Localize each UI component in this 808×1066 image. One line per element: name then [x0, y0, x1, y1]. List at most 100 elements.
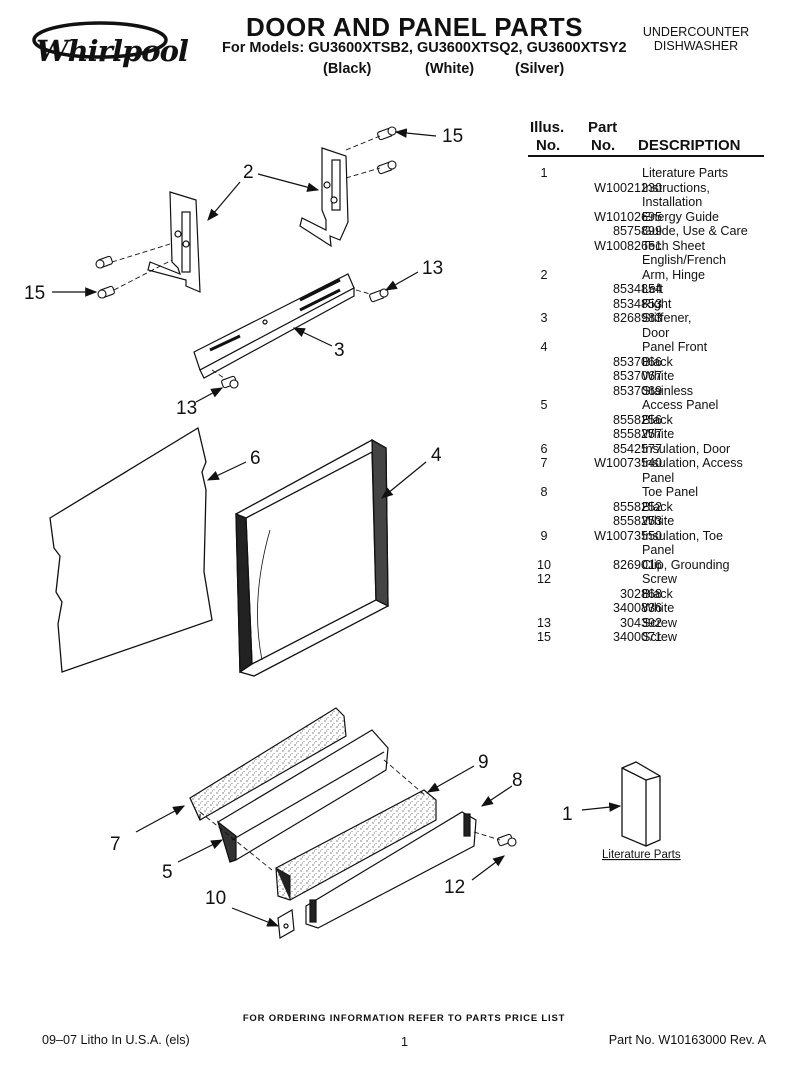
color-white-label: (White) [425, 61, 475, 77]
part-description: Black [642, 499, 673, 514]
part-number: 8537069 [612, 383, 662, 398]
dash-lines [111, 135, 501, 871]
part-number: 302868 [619, 586, 662, 601]
description-header: DESCRIPTION [638, 137, 741, 154]
document-part-number: Part No. W10163000 Rev. A [608, 1033, 766, 1047]
screws [95, 126, 517, 847]
part-number: 8534853 [612, 296, 662, 311]
illus-number: 5 [540, 398, 548, 412]
table-row: Panel [528, 471, 788, 486]
illus-number: 7 [540, 456, 548, 470]
illus-number: 9 [540, 528, 548, 543]
illus-header-2: No. [536, 137, 561, 154]
part-number: 8558253 [612, 514, 662, 528]
screw-12 [497, 833, 517, 847]
illus-number: 13 [536, 615, 551, 630]
part-description: White [642, 514, 675, 528]
part-description: Black [642, 354, 673, 369]
illus-header-1: Illus. [530, 119, 565, 136]
part-description: Clip, Grounding [642, 557, 730, 572]
part-description: Insulation, Toe [642, 528, 723, 543]
toe-panel [305, 811, 477, 929]
ordering-note: FOR ORDERING INFORMATION REFER TO PARTS … [242, 1013, 566, 1024]
part-description: Installation [642, 195, 703, 209]
literature-parts-label: Literature Parts [602, 849, 681, 861]
part-number: 304392 [619, 615, 662, 630]
color-silver-label: (Silver) [515, 61, 565, 77]
part-number: 8558256 [612, 412, 662, 427]
table-row: Panel [528, 543, 788, 558]
part-description: Literature Parts [642, 166, 729, 180]
product-type: UNDERCOUNTER DISHWASHER [626, 25, 766, 53]
part-number: W10073550 [594, 528, 662, 543]
callout-5: 5 [162, 862, 173, 883]
hinge-arm-right [299, 147, 349, 248]
callout-3: 3 [334, 340, 345, 361]
toe-insulation [275, 789, 437, 901]
model-list: For Models: GU3600XTSB2, GU3600XTSQ2, GU… [222, 40, 627, 56]
callout-2: 2 [243, 162, 254, 183]
door-insulation [49, 426, 213, 673]
part-number: 8575899 [612, 224, 662, 238]
part-description: Panel [642, 543, 675, 557]
illus-number: 1 [540, 166, 548, 180]
part-description: Guide, Use & Care [642, 224, 748, 238]
access-insulation [189, 707, 347, 821]
door-stiffener [193, 273, 355, 379]
part-description: English/French [642, 253, 726, 267]
callout-4: 4 [431, 445, 442, 466]
illus-number: 6 [540, 441, 548, 456]
part-description: Stiffener, [642, 311, 692, 325]
part-description: Toe Panel [642, 485, 699, 499]
front-panel [235, 438, 389, 677]
part-description: Panel Front [642, 340, 708, 354]
part-description: White [642, 427, 675, 441]
part-number: 8558257 [612, 427, 662, 441]
part-header-2: No. [591, 137, 616, 154]
part-description: Stainless [642, 383, 694, 398]
part-description: Panel [642, 470, 675, 485]
part-description: Right [642, 296, 672, 311]
part-header-1: Part [588, 119, 618, 136]
part-number: 8269016 [612, 557, 662, 572]
hinge-arm-left [147, 191, 201, 293]
litho-info: 09–07 Litho In U.S.A. (els) [42, 1033, 190, 1047]
part-number: 8558252 [612, 499, 662, 514]
callout-12: 12 [444, 877, 465, 898]
logo-swoosh-icon [32, 21, 168, 59]
part-number: W10082651 [594, 238, 662, 253]
brand-name: Whirlpool [36, 34, 189, 68]
part-description: Black [642, 412, 673, 427]
part-description: White [642, 369, 675, 383]
part-description: Arm, Hinge [642, 267, 705, 282]
literature-parts [621, 761, 661, 847]
illus-number: 8 [540, 485, 548, 499]
part-number: 8537066 [612, 354, 662, 369]
part-number: W10102695 [594, 209, 662, 224]
header-rule [528, 155, 764, 157]
screw-13-bottom [221, 375, 239, 389]
part-number: W10073540 [594, 456, 662, 470]
table-row: Installation [528, 195, 788, 210]
part-description: White [642, 601, 675, 615]
part-description: Screw [642, 630, 677, 644]
screw-15-left-1 [95, 255, 113, 269]
screw-13-right [369, 288, 389, 303]
callout-7: 7 [110, 834, 121, 855]
product-type-line1: UNDERCOUNTER [642, 25, 750, 39]
